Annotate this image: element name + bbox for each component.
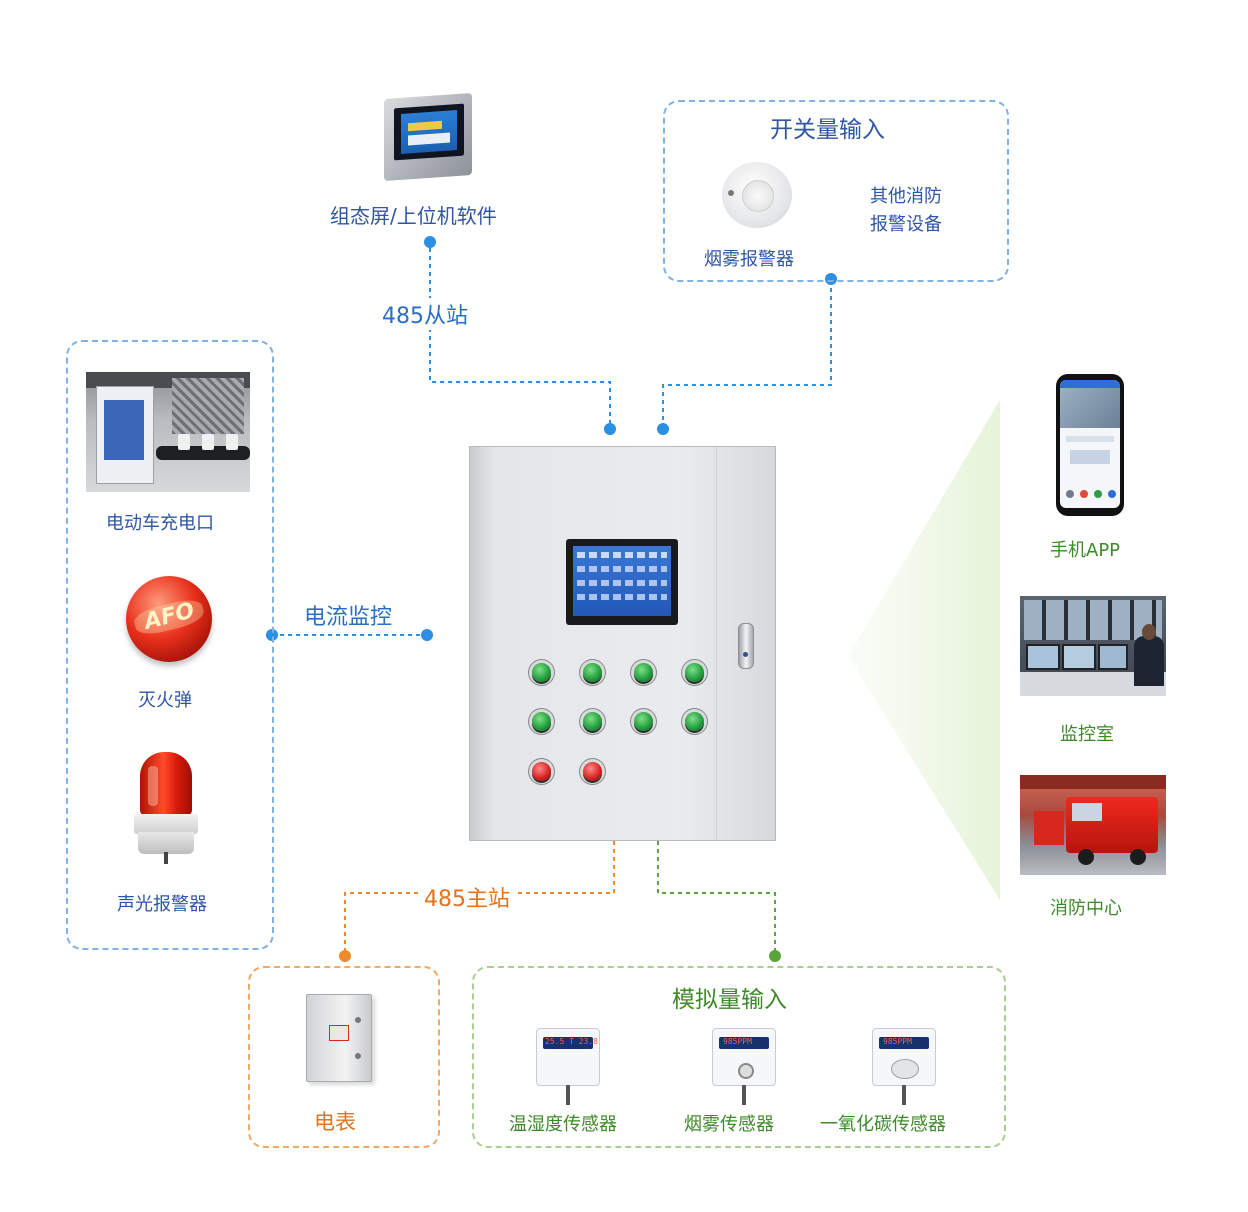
cabinet-button-green	[583, 712, 602, 731]
rs485-slave-label: 485从站	[378, 298, 472, 330]
control-cabinet	[469, 446, 776, 841]
smoke-alarm-image	[722, 162, 792, 228]
phone-app-image	[1056, 374, 1124, 516]
cabinet-button-red	[532, 762, 551, 781]
temp-humidity-sensor-label: 温湿度传感器	[509, 1114, 617, 1135]
cabinet-lcd-screen	[566, 539, 678, 625]
switch-input-title: 开关量输入	[770, 117, 885, 143]
analog-input-title: 模拟量输入	[672, 987, 787, 1013]
smoke-sensor-label: 烟雾传感器	[684, 1114, 774, 1135]
line-analog	[657, 833, 776, 955]
dot-switch-box	[825, 273, 837, 285]
fire-ball-image: AFO	[126, 576, 212, 662]
rs485-master-label: 485主站	[420, 881, 514, 913]
sensor-display-text: 985PPM	[723, 1037, 752, 1046]
hmi-screen-image	[384, 92, 476, 184]
cabinet-button-red	[583, 762, 602, 781]
dot-meter	[339, 950, 351, 962]
cabinet-button-green	[583, 663, 602, 682]
phone-app-label: 手机APP	[1050, 540, 1121, 561]
dot-current-end	[421, 629, 433, 641]
cabinet-button-green	[532, 712, 551, 731]
sensor-display-text: 985PPM	[883, 1037, 912, 1046]
cabinet-door-handle	[738, 623, 754, 669]
dot-hmi	[424, 236, 436, 248]
smoke-alarm-label: 烟雾报警器	[704, 249, 794, 270]
control-room-label: 监控室	[1060, 724, 1114, 745]
current-monitor-label: 电流监控	[300, 599, 397, 631]
broadcast-fan	[848, 400, 1000, 900]
meter-box	[248, 966, 440, 1148]
fire-ball-label: 灭火弹	[138, 690, 192, 711]
ev-charger-image	[86, 372, 250, 492]
cabinet-button-green	[532, 663, 551, 682]
co-sensor-image: 985PPM	[872, 1028, 936, 1105]
sensor-display-text: 25.5 T 23.8	[545, 1037, 598, 1046]
other-devices-line2: 报警设备	[870, 214, 942, 235]
dot-analog	[769, 950, 781, 962]
fire-center-image	[1020, 775, 1166, 875]
fire-center-label: 消防中心	[1050, 898, 1122, 919]
smoke-sensor-image: 985PPM	[712, 1028, 776, 1105]
meter-label: 电表	[314, 1110, 356, 1134]
left-devices-box	[66, 340, 274, 950]
hmi-label: 组态屏/上位机软件	[330, 204, 497, 228]
ev-charger-label: 电动车充电口	[106, 513, 214, 534]
cabinet-button-green	[634, 712, 653, 731]
switch-input-box	[663, 100, 1009, 282]
dot-cabinet-right	[657, 423, 669, 435]
strobe-alarm-label: 声光报警器	[117, 894, 207, 915]
dot-cabinet-left	[604, 423, 616, 435]
electric-meter-image	[306, 994, 372, 1082]
cabinet-button-green	[685, 712, 704, 731]
strobe-alarm-image	[134, 752, 198, 864]
line-485-slave	[429, 248, 611, 428]
cabinet-button-green	[634, 663, 653, 682]
cabinet-button-green	[685, 663, 704, 682]
other-devices-line1: 其他消防	[870, 186, 942, 207]
control-room-image	[1020, 596, 1166, 696]
temp-humidity-sensor-image: 25.5 T 23.8	[536, 1028, 600, 1105]
fire-ball-text: AFO	[141, 598, 198, 635]
line-switch-input	[662, 280, 832, 428]
analog-input-box	[472, 966, 1006, 1148]
co-sensor-label: 一氧化碳传感器	[820, 1114, 946, 1135]
